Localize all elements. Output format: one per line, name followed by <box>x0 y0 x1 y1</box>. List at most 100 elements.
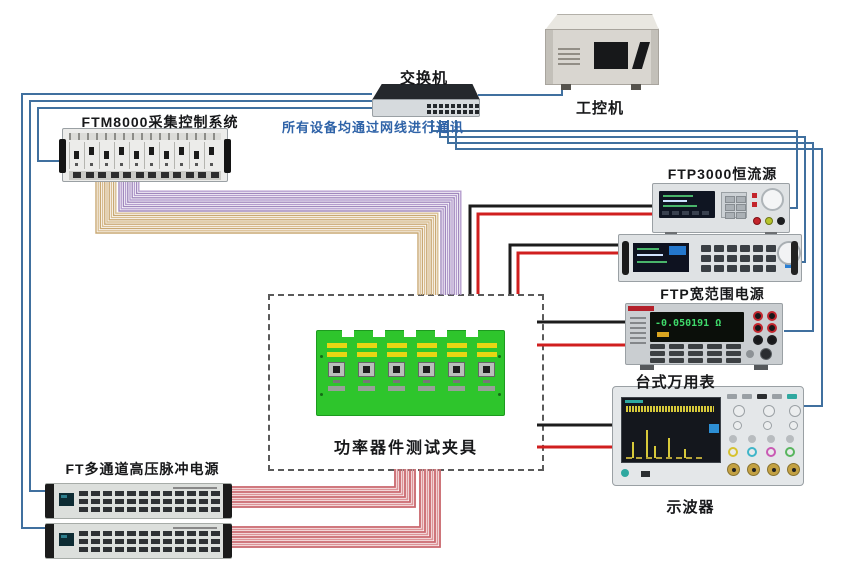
ethernet-port <box>475 104 479 108</box>
pulse-grille-slot <box>211 507 220 512</box>
keypad-key <box>714 245 724 252</box>
pulse-grille-slot <box>139 499 148 504</box>
ribbon-red-strand <box>228 469 431 538</box>
pulse-grille-slot <box>91 539 100 544</box>
pcb-pad-yellow <box>417 352 437 357</box>
pulse-grille-slot <box>103 531 112 536</box>
ethernet-port <box>451 110 455 114</box>
scope-menu-button <box>742 394 752 399</box>
dmm-terminal <box>753 311 763 321</box>
keypad-key <box>688 344 703 349</box>
ftm8000-handle-left <box>59 139 66 173</box>
pulse-grille-slot <box>103 499 112 504</box>
dmm-terminals <box>626 304 782 364</box>
scope-label: 示波器 <box>666 499 715 516</box>
ribbon-tan-strand <box>97 178 421 295</box>
ftm-module <box>144 142 158 169</box>
fixture-label: 功率器件测试夹具 <box>333 440 478 457</box>
ribbon-tan-strand <box>110 178 435 295</box>
scope-knob <box>763 405 775 417</box>
keypad-key <box>669 358 684 363</box>
ftm-module-mark <box>104 151 109 159</box>
pcb-notch <box>466 330 478 337</box>
pulse-grille-slot <box>175 491 184 496</box>
scope-spike <box>632 442 634 458</box>
ftp3000-terminal-green <box>765 217 773 225</box>
pulse-model-strip <box>173 487 217 489</box>
ipc-vent-grille <box>558 45 580 65</box>
ftm-module-mark <box>74 151 79 159</box>
ribbon-tan-strand <box>108 178 432 295</box>
pulse-grille-slot <box>199 499 208 504</box>
keypad-key <box>650 351 665 356</box>
ftm-connector <box>173 172 181 178</box>
ftm-connector <box>85 172 94 178</box>
keypad-key <box>707 358 722 363</box>
ethernet-port <box>433 104 437 108</box>
ftm-module-mark <box>179 147 184 155</box>
pulse-grille-slot <box>79 507 88 512</box>
ribbon-purple-strand <box>138 178 462 295</box>
dmm-small-knob <box>746 350 754 358</box>
ftm-connector <box>123 172 131 178</box>
ribbon-purple-strand <box>127 178 451 295</box>
pulse-bracket-right <box>223 524 232 558</box>
pulse-grille-slot <box>127 547 136 552</box>
keypad-key <box>701 265 711 272</box>
pulse-grille-slot <box>163 531 172 536</box>
pulse-grille-slot <box>139 491 148 496</box>
probe-red <box>476 212 655 294</box>
pcb-pins <box>483 380 490 383</box>
pulse-grille-slot <box>91 547 100 552</box>
ribbon-purple-strand <box>131 178 455 295</box>
ribbon-red-strand <box>228 469 416 508</box>
ethernet-cable <box>431 120 798 209</box>
test-fixture-boundary: 功率器件测试夹具 <box>268 294 544 471</box>
ftm-module <box>174 142 188 169</box>
pulse-grille-slot <box>79 491 88 496</box>
ribbon-purple-strand <box>122 178 447 295</box>
probe-red <box>516 251 620 294</box>
scope-bnc-center <box>772 468 776 472</box>
ribbon-tan-strand <box>115 178 439 295</box>
pulse-display <box>59 493 74 506</box>
pcb-pad-yellow <box>357 343 377 348</box>
ipc-label: 工控机 <box>575 100 624 117</box>
scope-menu-button <box>787 394 797 399</box>
ipc-rack-ear-left <box>546 30 553 84</box>
device-socket <box>478 362 495 377</box>
ftm-module-dot <box>150 163 153 166</box>
pcb-via <box>320 355 323 358</box>
ftpw-handle-left <box>622 241 629 275</box>
display-line <box>663 195 693 197</box>
pulse-grille-slot <box>211 531 220 536</box>
pulse-grille-slot <box>211 499 220 504</box>
keypad-key <box>714 255 724 262</box>
ribbon-red-strand <box>228 469 426 533</box>
scope-channel-knob <box>766 447 776 457</box>
ethernet-port <box>469 104 473 108</box>
ipc-bezel-accent <box>632 42 650 69</box>
pulse-grille-slot <box>79 547 88 552</box>
ftm-connector <box>135 172 144 178</box>
ftm-connector <box>98 172 106 178</box>
keypad-key <box>766 245 776 252</box>
ftp3000-knob <box>761 188 784 211</box>
dmm-brand-strip <box>628 306 654 311</box>
ftm-module-dot <box>195 163 198 166</box>
device-socket-die <box>363 366 370 373</box>
ftm-module-dot <box>120 163 123 166</box>
keypad-key <box>669 351 684 356</box>
pulse-grille-slot <box>91 531 100 536</box>
pcb-pad-gray <box>358 386 375 391</box>
scope-waveform-band <box>626 406 714 412</box>
pcb-pins <box>363 380 370 383</box>
ethernet-port <box>433 110 437 114</box>
ftp3000-button-red <box>752 193 757 198</box>
keypad-key <box>736 196 746 203</box>
keypad-key <box>707 351 722 356</box>
pulse-grille-slot <box>151 539 160 544</box>
ftm-module <box>114 142 128 169</box>
scope-menu-button <box>727 394 737 399</box>
